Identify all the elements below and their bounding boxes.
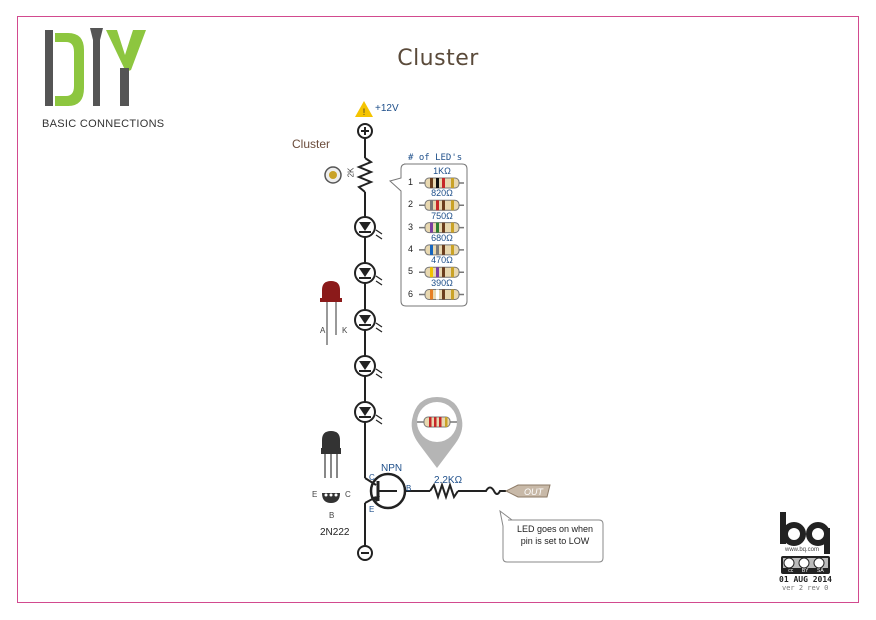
red-led-component-icon bbox=[320, 281, 342, 345]
transistor-part-label: 2N222 bbox=[320, 527, 350, 538]
license-cc: cc bbox=[788, 568, 794, 574]
license-labels: cc BY SA bbox=[784, 568, 828, 574]
base-resistor bbox=[429, 481, 459, 501]
led-symbol-3 bbox=[354, 309, 383, 333]
resistor-value-5: 470Ω bbox=[431, 255, 453, 266]
resistor-value-1: 1KΩ bbox=[433, 166, 451, 176]
pinout-e-label: E bbox=[312, 490, 318, 499]
page-border bbox=[17, 16, 859, 603]
resistor-value-2: 820Ω bbox=[431, 188, 453, 199]
license-sa: SA bbox=[817, 568, 824, 574]
led-cathode-label: K bbox=[342, 326, 348, 335]
cluster-label: Cluster bbox=[292, 137, 331, 151]
supply-label: +12V bbox=[375, 103, 399, 114]
note-bubble bbox=[499, 509, 604, 563]
npn-label: NPN bbox=[381, 463, 403, 474]
resistor-row-3-icon bbox=[419, 222, 464, 234]
bq-url: www.bq.com bbox=[785, 547, 820, 553]
led-symbol-5 bbox=[354, 401, 383, 425]
trimmer-resistor bbox=[356, 157, 374, 193]
license-by: BY bbox=[801, 568, 809, 574]
transistor-pinout-icon bbox=[322, 493, 340, 503]
led-count-1: 1 bbox=[408, 177, 414, 187]
svg-text:!: ! bbox=[363, 107, 366, 117]
warning-icon bbox=[355, 101, 373, 117]
base-wire bbox=[458, 486, 506, 495]
bq-logo-icon bbox=[780, 512, 830, 554]
led-symbol-4 bbox=[354, 355, 383, 379]
logo-i-letter bbox=[90, 28, 103, 106]
subtitle: BASIC CONNECTIONS bbox=[42, 118, 165, 130]
trimmer-label: 2K bbox=[346, 167, 356, 178]
resistor-row-5-icon bbox=[419, 266, 464, 278]
out-label: OUT bbox=[524, 487, 543, 497]
note-line-2: pin is set to LOW bbox=[520, 536, 590, 546]
resistor-row-6-icon bbox=[419, 289, 464, 300]
footer-version: ver 2 rev 0 bbox=[782, 584, 829, 592]
led-count-6: 6 bbox=[408, 288, 414, 299]
resistor-callout-icon bbox=[411, 397, 463, 468]
led-count-5: 5 bbox=[408, 266, 414, 277]
pin-b-label: B bbox=[406, 484, 412, 493]
pin-e-label: E bbox=[369, 505, 375, 514]
led-count-4: 4 bbox=[408, 243, 414, 254]
note-text: LED goes on when pin is set to LOW bbox=[509, 523, 601, 547]
pinout-c-label: C bbox=[345, 490, 351, 499]
led-symbol-2 bbox=[354, 262, 383, 286]
resistor-row-4-icon bbox=[419, 244, 464, 256]
led-table-header: # of LED's bbox=[408, 153, 463, 163]
resistor-value-6: 390Ω bbox=[431, 277, 453, 288]
pin-c-label: C bbox=[369, 473, 375, 482]
page-title: Cluster bbox=[397, 46, 479, 71]
footer-date: 01 AUG 2014 bbox=[779, 575, 832, 584]
led-count-2: 2 bbox=[408, 199, 414, 210]
resistor-row-1-icon bbox=[419, 177, 464, 189]
base-resistor-label: 2.2KΩ bbox=[434, 475, 463, 486]
resistor-row-2-icon bbox=[419, 199, 464, 211]
logo-d-letter bbox=[45, 30, 84, 106]
logo-y-letter bbox=[106, 30, 146, 106]
cc-license-icon bbox=[781, 556, 830, 574]
out-connector-icon bbox=[504, 484, 551, 498]
pinout-b-label: B bbox=[329, 511, 335, 520]
led-count-3: 3 bbox=[408, 221, 414, 232]
led-symbol-1 bbox=[354, 216, 383, 240]
led-anode-label: A bbox=[320, 326, 326, 335]
resistor-value-4: 680Ω bbox=[431, 232, 453, 243]
resistor-value-3: 750Ω bbox=[431, 210, 453, 221]
note-line-1: LED goes on when bbox=[516, 524, 594, 534]
transistor-component-icon bbox=[321, 431, 341, 478]
